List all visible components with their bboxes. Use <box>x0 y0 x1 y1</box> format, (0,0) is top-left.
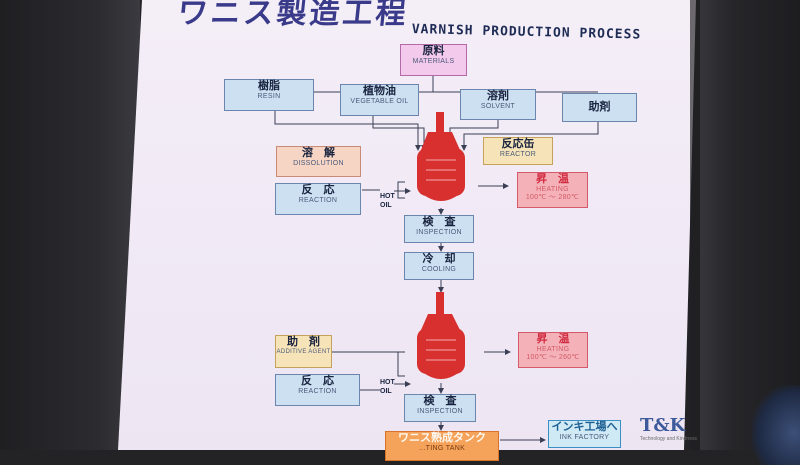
cooling-box: 冷 却 COOLING <box>404 252 474 280</box>
inspection-label-en: INSPECTION <box>417 407 463 415</box>
solvent-label-jp: 溶剤 <box>487 90 509 102</box>
cooling-label-en: COOLING <box>421 265 457 273</box>
heating-label-jp: 昇 温 <box>536 173 569 185</box>
hot-oil-line-1: HOT <box>380 193 395 200</box>
ink-factory-label-jp: インキ工場へ <box>551 421 618 433</box>
solvent-label-en: SOLVENT <box>480 102 516 110</box>
resin-label-en: RESIN <box>257 92 281 100</box>
inspection-label-jp: 検 査 <box>423 395 457 407</box>
heating-range: 100℃ ～ 260℃ <box>526 353 580 361</box>
inspection-box-1: 検 査 INSPECTION <box>404 215 474 243</box>
dissolution-label-jp: 溶 解 <box>302 147 335 159</box>
reaction-label-jp: 反 応 <box>301 184 335 196</box>
additive-agent-label-en: ADDITIVE AGENT <box>276 348 331 355</box>
solvent-box: 溶剤 SOLVENT <box>460 89 536 120</box>
inspection-label-en: INSPECTION <box>416 228 462 236</box>
inspection-label-jp: 検 査 <box>422 216 456 228</box>
dissolution-box: 溶 解 DISSOLUTION <box>276 146 361 177</box>
dissolution-label-en: DISSOLUTION <box>293 159 344 167</box>
heating-box-1: 昇 温 HEATING 100℃ ～ 280℃ <box>517 172 588 208</box>
reaction-label-en: REACTION <box>298 196 338 204</box>
vegetable-oil-label-en: VEGETABLE OIL <box>350 97 409 105</box>
materials-label-jp: 原料 <box>422 45 445 57</box>
additive-box-top: 助剤 <box>562 93 637 122</box>
vegetable-oil-box: 植物油 VEGETABLE OIL <box>340 84 419 116</box>
audience-shoulder <box>752 385 800 465</box>
additive-agent-label-jp: 助 剤 <box>287 336 320 348</box>
hot-oil-line-1: HOT <box>380 379 395 386</box>
ink-factory-label-en: INK FACTORY <box>559 433 610 441</box>
cooling-label-jp: 冷 却 <box>422 253 456 265</box>
additive-agent-box: 助 剤 ADDITIVE AGENT <box>275 335 332 368</box>
materials-box: 原料 MATERIALS <box>400 44 467 76</box>
screen-edge-shadow <box>690 0 700 450</box>
heating-label-jp: 昇 温 <box>536 333 570 345</box>
reactor-box: 反応缶 REACTOR <box>483 137 553 165</box>
reaction-box-2: 反 応 REACTION <box>275 374 360 406</box>
heating-label-en: HEATING <box>536 345 570 353</box>
reaction-box-1: 反 応 REACTION <box>275 183 361 215</box>
materials-label-en: MATERIALS <box>412 57 455 65</box>
resin-label-jp: 樹脂 <box>258 80 280 92</box>
aging-tank-box: ワニス熟成タンク ...TING TANK <box>385 431 499 461</box>
heating-label-en: HEATING <box>536 185 569 193</box>
vegetable-oil-label-jp: 植物油 <box>363 85 396 97</box>
hot-oil-line-2: OIL <box>380 388 392 396</box>
reactor-vessel-icon <box>417 292 465 379</box>
hot-oil-line-2: OIL <box>380 202 392 210</box>
reaction-label-en: REACTION <box>298 387 337 395</box>
room-wall-left <box>0 0 140 450</box>
room-wall-right <box>690 0 800 450</box>
resin-box: 樹脂 RESIN <box>224 79 314 111</box>
hot-oil-label-1: HOT OIL <box>380 192 395 210</box>
hot-oil-label-2: HOT OIL <box>380 378 395 396</box>
aging-tank-label-jp: ワニス熟成タンク <box>398 432 486 444</box>
additive-label-jp: 助剤 <box>588 101 611 113</box>
reactor-label-en: REACTOR <box>499 150 537 158</box>
aging-tank-label-en: ...TING TANK <box>418 444 466 452</box>
inspection-box-2: 検 査 INSPECTION <box>404 394 476 422</box>
reactor-vessel-icon <box>417 112 465 201</box>
heating-box-2: 昇 温 HEATING 100℃ ～ 260℃ <box>518 332 588 368</box>
flow-diagram-lines <box>270 76 599 443</box>
reactor-label-jp: 反応缶 <box>501 138 535 150</box>
ink-factory-box: インキ工場へ INK FACTORY <box>548 420 621 448</box>
tk-logo: T&K <box>640 415 686 436</box>
tk-logo-tagline: Technology and Kindness <box>640 436 697 442</box>
reaction-label-jp: 反 応 <box>301 375 334 387</box>
heating-range: 100℃ ～ 280℃ <box>525 193 580 201</box>
